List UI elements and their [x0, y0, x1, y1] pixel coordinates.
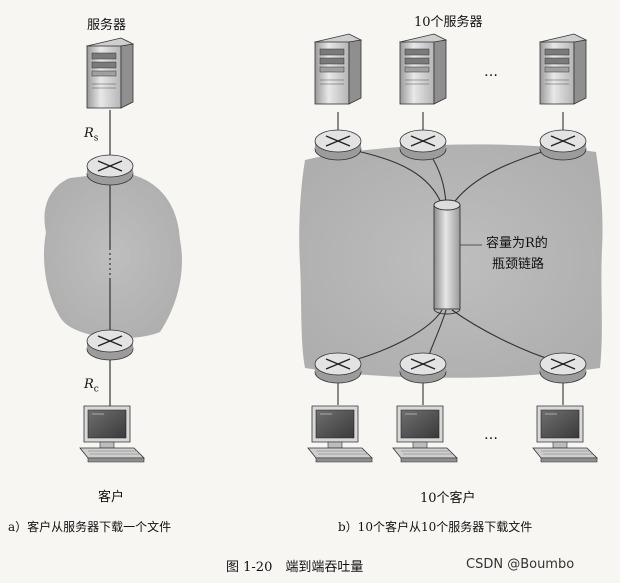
right-router-top-1-icon	[314, 129, 362, 161]
clients-ellipsis: …	[484, 427, 499, 443]
left-server-label: 服务器	[87, 18, 127, 33]
right-server-icon-2	[399, 33, 447, 105]
rs-label-sub: s	[93, 133, 99, 144]
right-router-bottom-1-icon	[314, 352, 362, 384]
rc-label-sub: c	[93, 384, 99, 395]
right-router-top-10-icon	[539, 129, 587, 161]
right-client-pc-icon-10	[532, 405, 598, 463]
caption-a: a）客户从服务器下载一个文件	[8, 520, 172, 534]
rc-label: Rc	[84, 377, 99, 395]
right-links	[337, 112, 564, 405]
bottleneck-label-line1: 容量为R的	[486, 236, 548, 251]
right-clients-label: 10个客户	[420, 491, 476, 506]
left-server-icon	[86, 37, 134, 109]
rc-label-main: R	[84, 377, 94, 392]
rs-label: Rs	[84, 126, 98, 144]
rs-label-main: R	[84, 126, 94, 141]
right-client-pc-icon-2	[392, 405, 458, 463]
bottleneck-label-line2: 瓶颈链路	[492, 257, 545, 272]
csdn-watermark: CSDN @Boumbo	[466, 557, 575, 572]
left-network-cloud	[43, 172, 182, 339]
right-server-icon-1	[314, 33, 362, 105]
servers-ellipsis: …	[484, 64, 499, 80]
right-router-bottom-10-icon	[539, 352, 587, 384]
right-servers-label: 10个服务器	[414, 15, 483, 30]
caption-b: b）10个客户从10个服务器下载文件	[338, 520, 533, 534]
left-router-top-icon	[86, 154, 134, 186]
right-router-top-2-icon	[399, 129, 447, 161]
bottleneck-cylinder-icon	[433, 199, 461, 315]
left-client-label: 客户	[98, 490, 125, 505]
left-client-pc-icon	[79, 405, 145, 463]
right-server-icon-10	[539, 33, 587, 105]
right-client-pc-icon-1	[307, 405, 373, 463]
figure-caption: 图 1-20 端到端吞吐量	[226, 560, 364, 575]
right-router-bottom-2-icon	[399, 352, 447, 384]
left-router-bottom-icon	[86, 329, 134, 361]
